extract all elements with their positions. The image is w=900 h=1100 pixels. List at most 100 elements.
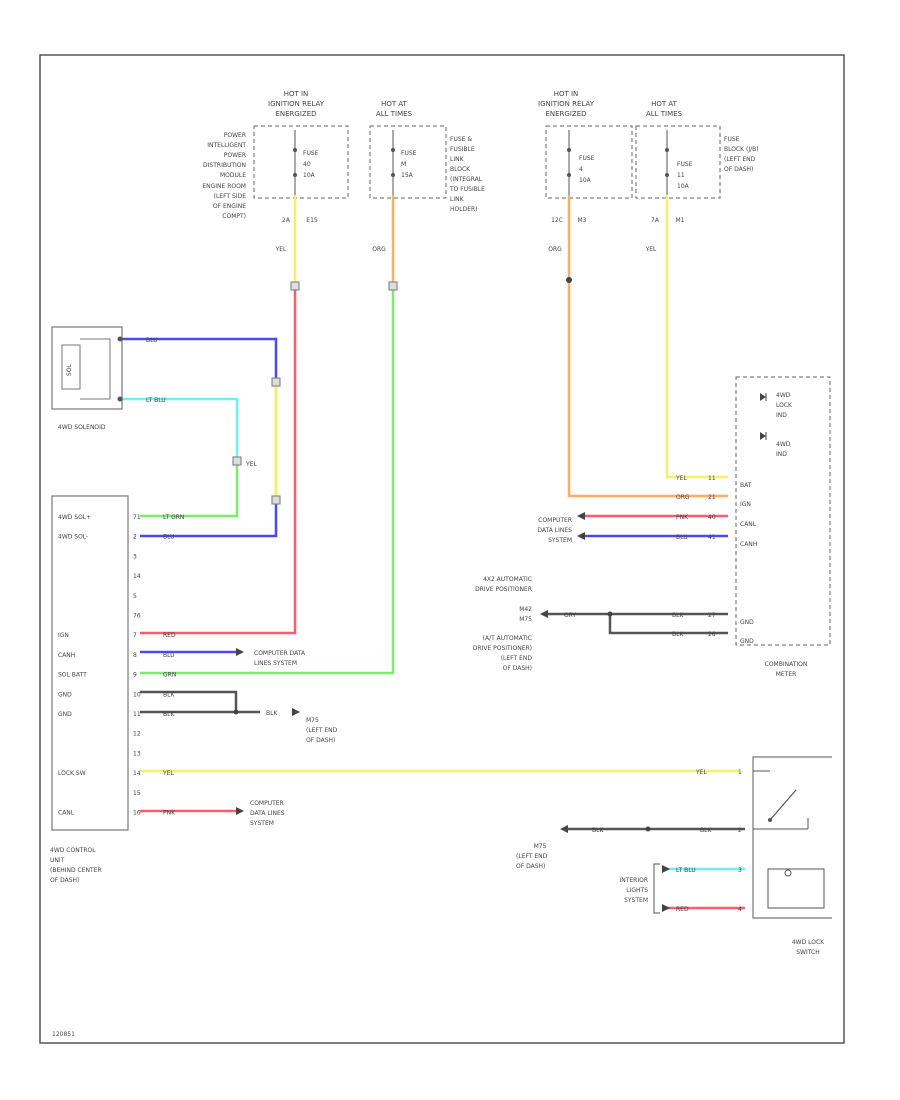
svg-text:OF DASH): OF DASH) bbox=[50, 877, 79, 884]
fuse-c-head-3: ENERGIZED bbox=[545, 110, 586, 118]
control-pin-no: 7 bbox=[133, 632, 137, 639]
svg-text:UNIT: UNIT bbox=[50, 857, 65, 864]
interior-1: INTERIOR bbox=[619, 877, 648, 884]
fuse-d-icon bbox=[665, 148, 669, 152]
switch-gnd-wire-2: BLK bbox=[700, 827, 712, 834]
fuse-a-label: FUSE bbox=[303, 150, 319, 157]
control-pin-wire: BLK bbox=[163, 711, 175, 718]
svg-text:BLOCK: BLOCK bbox=[450, 166, 471, 173]
fuse-a-head-3: ENERGIZED bbox=[275, 110, 316, 118]
combination-meter: 4WD LOCK IND 4WD IND BAT11YELIGN21ORGCAN… bbox=[473, 376, 831, 678]
meter-gpin-no: 28 bbox=[708, 631, 716, 638]
cdl-label-1b: LINES SYSTEM bbox=[254, 660, 297, 667]
control-pin-no: 14 bbox=[133, 573, 141, 580]
svg-text:OF DASH): OF DASH) bbox=[503, 665, 532, 672]
meter-ind2-2: IND bbox=[776, 451, 787, 458]
svg-text:(LEFT SIDE: (LEFT SIDE bbox=[214, 193, 247, 200]
cdl-arrow-1-icon bbox=[236, 648, 244, 656]
svg-text:TO FUSIBLE: TO FUSIBLE bbox=[449, 186, 485, 193]
meter-gpin-name: GND bbox=[740, 638, 754, 645]
control-pin-wire: GRN bbox=[163, 672, 176, 679]
control-pin-no: 15 bbox=[133, 790, 141, 797]
meter-gpin-no: 27 bbox=[708, 612, 716, 619]
control-pin-name: GND bbox=[58, 711, 72, 718]
switch-gnd-name-2: (LEFT END bbox=[516, 853, 548, 860]
fuse-a-wire: YEL bbox=[275, 246, 287, 253]
fuse-a-head-1: HOT IN bbox=[284, 90, 309, 98]
svg-text:LINK: LINK bbox=[450, 196, 465, 203]
cdl-label-2b: DATA LINES bbox=[250, 810, 285, 817]
control-gnd-name-1: M75 bbox=[306, 717, 319, 724]
control-gnd-name-2: (LEFT END bbox=[306, 727, 338, 734]
meter-gpin-name: GND bbox=[740, 619, 754, 626]
wire-meter-gnd-2 bbox=[608, 614, 728, 635]
meter-cdl-2: DATA LINES bbox=[537, 527, 572, 534]
meter-pin-wire: BLU bbox=[676, 534, 688, 541]
wire-sol-minus-blu bbox=[140, 500, 278, 538]
solenoid-title: 4WD SOLENOID bbox=[58, 424, 106, 431]
cdl-arrow-2-icon bbox=[236, 807, 244, 815]
svg-text:(LEFT END: (LEFT END bbox=[724, 156, 756, 163]
svg-text:FUSE &: FUSE & bbox=[450, 136, 472, 143]
interior-2: LIGHTS bbox=[626, 887, 648, 894]
control-pin-no: 14 bbox=[133, 770, 141, 777]
switch-lamp-icon bbox=[767, 868, 825, 909]
wire-ign-red bbox=[140, 290, 297, 635]
fuse-c-head-2: IGNITION RELAY bbox=[538, 100, 595, 108]
control-pin-wire: BLU bbox=[163, 534, 175, 541]
fuse-c-icon bbox=[567, 148, 571, 152]
wire-sol-batt-grn bbox=[140, 290, 395, 675]
fuse-d-term-2: M1 bbox=[676, 217, 685, 224]
fuse-c-label: FUSE bbox=[579, 155, 595, 162]
control-pin-no: 9 bbox=[133, 672, 137, 679]
meter-gpin-wire: BLK bbox=[672, 631, 684, 638]
svg-text:M75: M75 bbox=[519, 616, 532, 623]
svg-text:ENGINE ROOM: ENGINE ROOM bbox=[202, 183, 246, 190]
wire-solenoid-ltblu bbox=[120, 397, 239, 460]
control-pin-no: 76 bbox=[133, 613, 141, 620]
meter-cdl-arrow-icon bbox=[577, 512, 585, 520]
fuse-a-desc: POWER INTELLIGENT POWER DISTRIBUTION MOD… bbox=[202, 132, 246, 220]
wire-control-gnd-1 bbox=[140, 690, 238, 712]
meter-ind2-icon bbox=[760, 432, 766, 440]
fuse-c-number: 4 bbox=[579, 166, 583, 173]
control-pin-wire: LT GRN bbox=[163, 514, 184, 521]
switch-pin-wire: RED bbox=[676, 906, 689, 913]
meter-pin-name: BAT bbox=[740, 482, 752, 489]
fuse-c-term-1: 12C bbox=[551, 217, 563, 224]
control-pin-name: GND bbox=[58, 691, 72, 698]
meter-gnd-wire: GRY bbox=[564, 612, 576, 619]
fuse-b-number: M bbox=[401, 161, 406, 168]
wire-sol-plus-ltgrn bbox=[140, 460, 239, 518]
solenoid-inner: SOL bbox=[66, 363, 73, 376]
label-solenoid-w1: BLU bbox=[146, 337, 158, 344]
meter-ind1-1: 4WD bbox=[776, 392, 791, 399]
label-splice-yel: YEL bbox=[245, 461, 257, 468]
fuse-a-term-1: 2A bbox=[282, 217, 291, 224]
switch-pin-no: 3 bbox=[738, 867, 742, 874]
meter-ind1-2: LOCK bbox=[776, 402, 793, 409]
meter-cdl-1: COMPUTER bbox=[538, 517, 572, 524]
fuse-c-wire: ORG bbox=[548, 246, 562, 253]
fuse-a-term-2: E15 bbox=[306, 217, 318, 224]
fuse-a-head-2: IGNITION RELAY bbox=[268, 100, 325, 108]
meter-gnd-desc: 4X2 AUTOMATIC DRIVE POSITIONER M42 M75 (… bbox=[473, 576, 533, 672]
switch-title-1: 4WD LOCK bbox=[792, 939, 825, 946]
switch-gnd-wire-1: BLK bbox=[592, 827, 604, 834]
meter-pin-no: 41 bbox=[708, 534, 716, 541]
meter-ind2-1: 4WD bbox=[776, 441, 791, 448]
control-pin-name: LOCK SW bbox=[58, 770, 86, 777]
control-pin-wire: RED bbox=[163, 632, 176, 639]
switch-pin-no: 1 bbox=[738, 769, 742, 776]
meter-pin-wire: ORG bbox=[676, 494, 690, 501]
control-ground-arrow-icon bbox=[292, 708, 300, 716]
control-pin-no: 71 bbox=[133, 514, 141, 521]
control-pin-no: 5 bbox=[133, 593, 137, 600]
switch-pin-no: 2 bbox=[738, 827, 742, 834]
meter-pin-wire: YEL bbox=[675, 475, 687, 482]
control-pin-no: 16 bbox=[133, 810, 141, 817]
